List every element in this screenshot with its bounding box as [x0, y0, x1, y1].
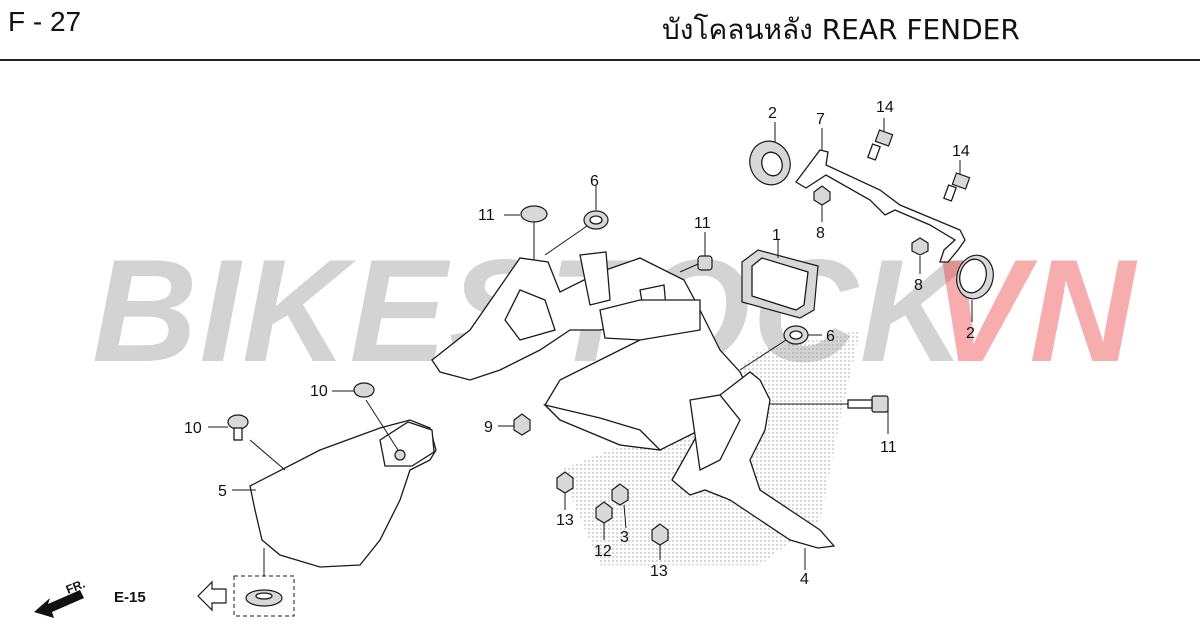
page-title: บังโคลนหลัง REAR FENDER — [662, 13, 1020, 46]
grommet-part-2-right — [956, 254, 994, 322]
nut-part-13-b — [651, 523, 669, 560]
screw-part-11-a — [504, 205, 548, 260]
nut-part-8-a — [813, 185, 831, 222]
nut-part-3 — [611, 483, 629, 529]
callout-4: 4 — [800, 571, 809, 588]
grommet-part-2-top — [749, 122, 791, 186]
reflector-part-1 — [741, 240, 819, 319]
callout-3: 3 — [620, 529, 629, 546]
screw-part-10-a — [332, 382, 375, 398]
nut-part-9 — [498, 413, 531, 436]
rear-fender-part-4 — [671, 371, 836, 570]
screw-part-11-c — [760, 395, 889, 434]
clip-part-6-a — [544, 186, 609, 256]
callout-10-b: 10 — [184, 420, 202, 437]
callout-2-top: 2 — [768, 105, 777, 122]
callout-8-a: 8 — [816, 225, 825, 242]
callout-11-a: 11 — [478, 207, 495, 224]
callout-9: 9 — [484, 419, 493, 436]
callout-14-a: 14 — [876, 99, 894, 116]
callout-5: 5 — [218, 483, 227, 500]
front-label: FR. — [64, 577, 87, 597]
callout-1: 1 — [772, 227, 781, 244]
callout-7: 7 — [816, 111, 825, 128]
callout-11-b: 11 — [694, 215, 711, 232]
callout-6-a: 6 — [590, 173, 599, 190]
callout-10-a: 10 — [310, 383, 328, 400]
callout-2-right: 2 — [966, 325, 975, 342]
callout-12: 12 — [594, 543, 612, 560]
callout-11-c: 11 — [880, 439, 897, 456]
nut-part-8-b — [911, 237, 929, 274]
page-code: F - 27 — [8, 6, 82, 37]
callout-13-b: 13 — [650, 563, 668, 580]
callout-8-b: 8 — [914, 277, 923, 294]
inner-fender-body — [431, 251, 751, 451]
callout-13-a: 13 — [556, 512, 574, 529]
front-arrow-icon — [34, 590, 84, 618]
clip-part-6-b — [739, 325, 822, 371]
callout-6-b: 6 — [826, 328, 835, 345]
nut-part-13-a — [556, 471, 574, 510]
reference-grommet-box — [233, 548, 295, 617]
reference-arrow-icon — [197, 580, 227, 612]
bolt-part-14-b — [943, 160, 971, 202]
screw-part-10-b — [208, 414, 249, 441]
bracket-part-7 — [795, 128, 966, 263]
bolt-part-14-a — [867, 118, 894, 161]
screw-part-11-b — [679, 232, 713, 273]
header-divider — [0, 59, 1200, 61]
side-cover-part-5 — [232, 399, 437, 568]
nut-part-12 — [595, 501, 613, 540]
callout-14-b: 14 — [952, 143, 970, 160]
reference-label[interactable]: E-15 — [114, 589, 146, 606]
